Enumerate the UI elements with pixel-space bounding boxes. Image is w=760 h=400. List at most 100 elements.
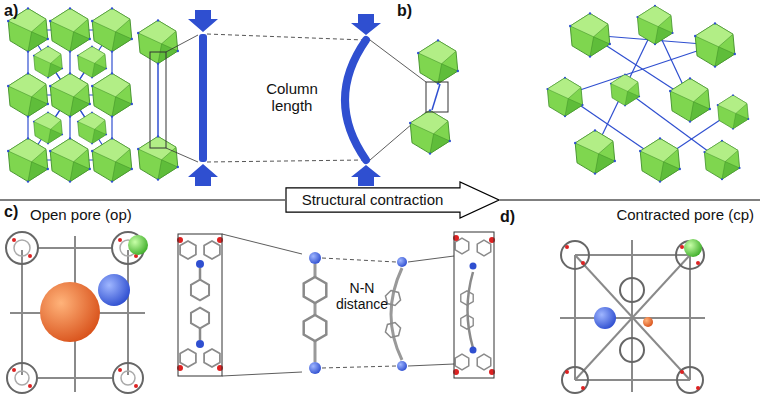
organic-linker — [222, 372, 302, 376]
dashed-guide — [322, 366, 396, 368]
organic-linker — [477, 354, 491, 370]
bent-column — [370, 40, 426, 82]
mof-framework — [565, 245, 700, 390]
octahedron-cluster — [33, 112, 63, 145]
mof-framework — [565, 370, 569, 374]
octahedron-cluster — [33, 46, 63, 79]
octahedron-cluster — [694, 22, 736, 68]
octahedron-cluster — [49, 7, 91, 53]
arrow-label: Structural contraction — [302, 191, 444, 208]
octahedron-cluster — [49, 137, 91, 183]
octahedron-cluster — [639, 137, 681, 183]
biphenyl-bent — [408, 364, 454, 366]
organic-linker — [191, 280, 209, 301]
organic-linker — [196, 260, 204, 268]
straight-column — [188, 164, 218, 186]
divider-line — [500, 200, 760, 201]
organic-linker — [222, 234, 302, 254]
octahedron-cluster — [703, 140, 740, 180]
straight-column — [188, 10, 218, 186]
organic-linker — [178, 234, 222, 376]
contracted-pair — [432, 84, 440, 110]
dashed-guide — [322, 258, 396, 368]
octahedron-cluster — [49, 72, 91, 118]
organic-linker — [470, 347, 477, 354]
mof-framework — [7, 363, 37, 393]
contraction-arrow: Structural contraction — [285, 181, 500, 219]
column-pair — [137, 19, 179, 65]
organic-linker — [191, 308, 209, 329]
biphenyl-bent — [397, 257, 407, 267]
dashed-guide — [207, 34, 364, 162]
mof-framework — [594, 307, 616, 329]
column-pair — [166, 35, 198, 52]
mof-framework — [696, 386, 700, 390]
mof-framework — [128, 235, 148, 255]
octahedron-cluster — [636, 5, 673, 45]
dashed-guide — [207, 160, 364, 162]
organic-linker — [199, 328, 202, 340]
mof-framework — [620, 338, 644, 362]
biphenyl-straight — [314, 264, 317, 277]
mof-framework — [631, 240, 633, 392]
mof-framework — [581, 261, 585, 265]
octahedron-cluster — [7, 7, 133, 183]
biphenyl-straight — [309, 362, 321, 374]
mof-framework — [560, 239, 705, 393]
mof-framework — [98, 274, 130, 306]
biphenyl-straight — [304, 315, 327, 341]
biphenyl-straight — [304, 252, 327, 374]
figure-label: N-N distance — [326, 280, 398, 312]
panel-letter: a) — [4, 2, 18, 20]
octahedron-cluster — [77, 46, 107, 79]
contracted-pair — [409, 109, 451, 155]
mof-framework — [121, 371, 135, 385]
mof-framework — [6, 232, 38, 264]
figure-label: Column length — [252, 80, 332, 115]
straight-column — [199, 34, 207, 162]
mof-framework — [680, 245, 684, 249]
mof-framework — [680, 370, 684, 374]
mof-framework — [696, 261, 700, 265]
panel-letter: d) — [500, 208, 515, 226]
biphenyl-straight — [304, 277, 327, 303]
octahedron-cluster — [546, 77, 583, 117]
mof-framework — [12, 238, 138, 388]
organic-linker — [453, 232, 495, 378]
column-pair — [157, 55, 159, 145]
organic-linker — [204, 349, 220, 367]
mof-framework — [6, 232, 144, 393]
organic-linker — [470, 263, 477, 270]
mof-framework — [28, 384, 32, 388]
figure-label: Contracted pore (cp) — [616, 206, 754, 223]
biphenyl-bent — [408, 256, 454, 262]
biphenyl-bent — [384, 321, 401, 340]
mof-framework — [560, 240, 705, 392]
mof-framework — [561, 241, 704, 393]
mof-framework — [14, 240, 30, 256]
mof-framework — [40, 282, 100, 342]
mof-framework — [643, 317, 653, 327]
panel-letter: b) — [397, 2, 412, 20]
organic-linker — [180, 241, 196, 259]
mof-framework — [12, 238, 16, 242]
mof-framework — [6, 232, 148, 393]
bent-column — [345, 14, 426, 186]
octahedron-cluster — [7, 137, 49, 183]
column-pair — [166, 148, 198, 162]
mof-framework — [134, 384, 138, 388]
octahedron-cluster — [91, 7, 133, 53]
biphenyl-straight — [314, 303, 317, 315]
organic-linker — [204, 241, 220, 259]
organic-linker — [477, 240, 491, 256]
octahedron-cluster — [610, 74, 640, 107]
mof-framework — [684, 239, 702, 257]
dashed-guide — [322, 258, 396, 262]
octahedron-cluster — [669, 77, 711, 123]
octahedron-cluster — [574, 129, 616, 175]
contracted-pair — [417, 39, 459, 85]
bent-column — [351, 165, 381, 186]
organic-linker — [468, 272, 474, 348]
mof-framework — [581, 386, 585, 390]
